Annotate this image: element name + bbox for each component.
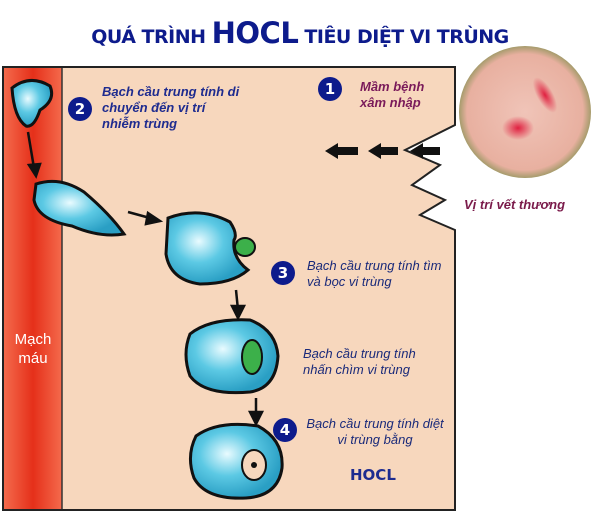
neutrophil-cell xyxy=(189,422,284,500)
photo-caption: Vị trí vết thương xyxy=(464,197,566,212)
pathogen-arrows xyxy=(325,143,440,159)
step-2-text: Bạch cầu trung tính di chuyển đến vị trí… xyxy=(102,84,240,131)
hocl-label: HOCL xyxy=(350,466,396,484)
neutrophil-cell xyxy=(184,318,280,395)
step-number-4: 4 xyxy=(273,418,297,442)
step-4-text: Bạch cầu trung tính diệt vi trùng bằng xyxy=(306,416,444,447)
step-3-text: Bạch cầu trung tính tìm và bọc vi trùng xyxy=(307,258,442,289)
tissue-panel xyxy=(2,66,456,511)
germ xyxy=(241,339,263,375)
vessel-label: Mạch máu xyxy=(14,331,52,367)
diagram-title: QUÁ TRÌNH HOCL TIÊU DIỆT VI TRÙNG xyxy=(91,16,509,50)
neutrophil-cell xyxy=(10,79,54,128)
step-number-1: 1 xyxy=(318,77,342,101)
engulf-text: Bạch cầu trung tính nhấn chìm vi trùng xyxy=(303,346,416,377)
germ xyxy=(234,237,256,257)
neutrophil-cell xyxy=(164,211,251,286)
step-number-3: 3 xyxy=(271,261,295,285)
flow-arrows xyxy=(26,131,265,427)
blood-vessel xyxy=(4,68,62,509)
neutrophil-cell xyxy=(32,179,127,237)
wound-photo xyxy=(459,46,591,178)
step-number-2: 2 xyxy=(68,97,92,121)
step-1-text: Mầm bệnh xâm nhập xyxy=(360,79,425,110)
